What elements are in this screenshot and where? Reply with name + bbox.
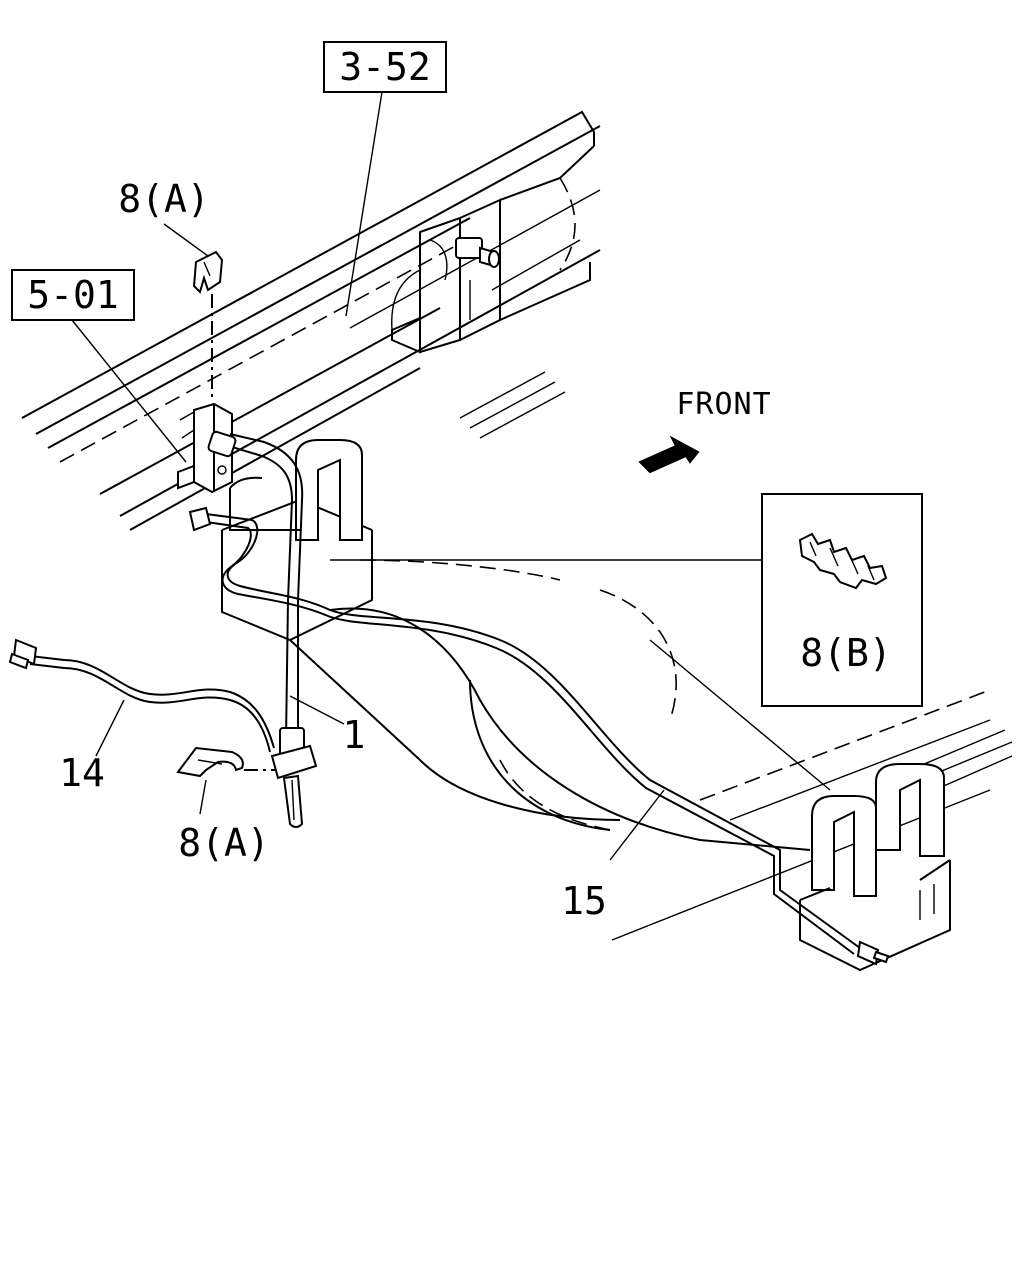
part-label-1: 1	[343, 713, 366, 757]
right-leaf-spring-ubolt	[799, 763, 951, 972]
front-arrow-icon	[638, 435, 700, 474]
part-label-8b: 8(B)	[800, 631, 892, 675]
clip-8a-top	[192, 250, 224, 402]
ref-box-5-01	[11, 269, 135, 321]
frame-side-member	[21, 110, 601, 531]
ref-label-5-01: 5-01	[27, 273, 119, 317]
ref-box-3-52	[323, 41, 447, 93]
ref-label-3-52: 3-52	[339, 45, 431, 89]
clip-8b-illustration	[798, 532, 888, 590]
cross-member	[391, 145, 595, 354]
part-label-8a-bottom: 8(A)	[178, 821, 270, 865]
part-label-8a-top: 8(A)	[118, 177, 210, 221]
brake-pipe-15	[188, 506, 890, 966]
part-label-14: 14	[59, 751, 105, 795]
brake-hose	[207, 430, 318, 828]
mount-stud	[455, 237, 500, 268]
clip-8a-bottom	[176, 746, 276, 778]
left-leaf-spring-ubolt	[229, 439, 363, 541]
part-label-15: 15	[561, 879, 607, 923]
front-label: FRONT	[676, 387, 771, 422]
brake-pipe-14	[8, 638, 275, 753]
detail-box-8b: 8(B)	[761, 493, 923, 707]
